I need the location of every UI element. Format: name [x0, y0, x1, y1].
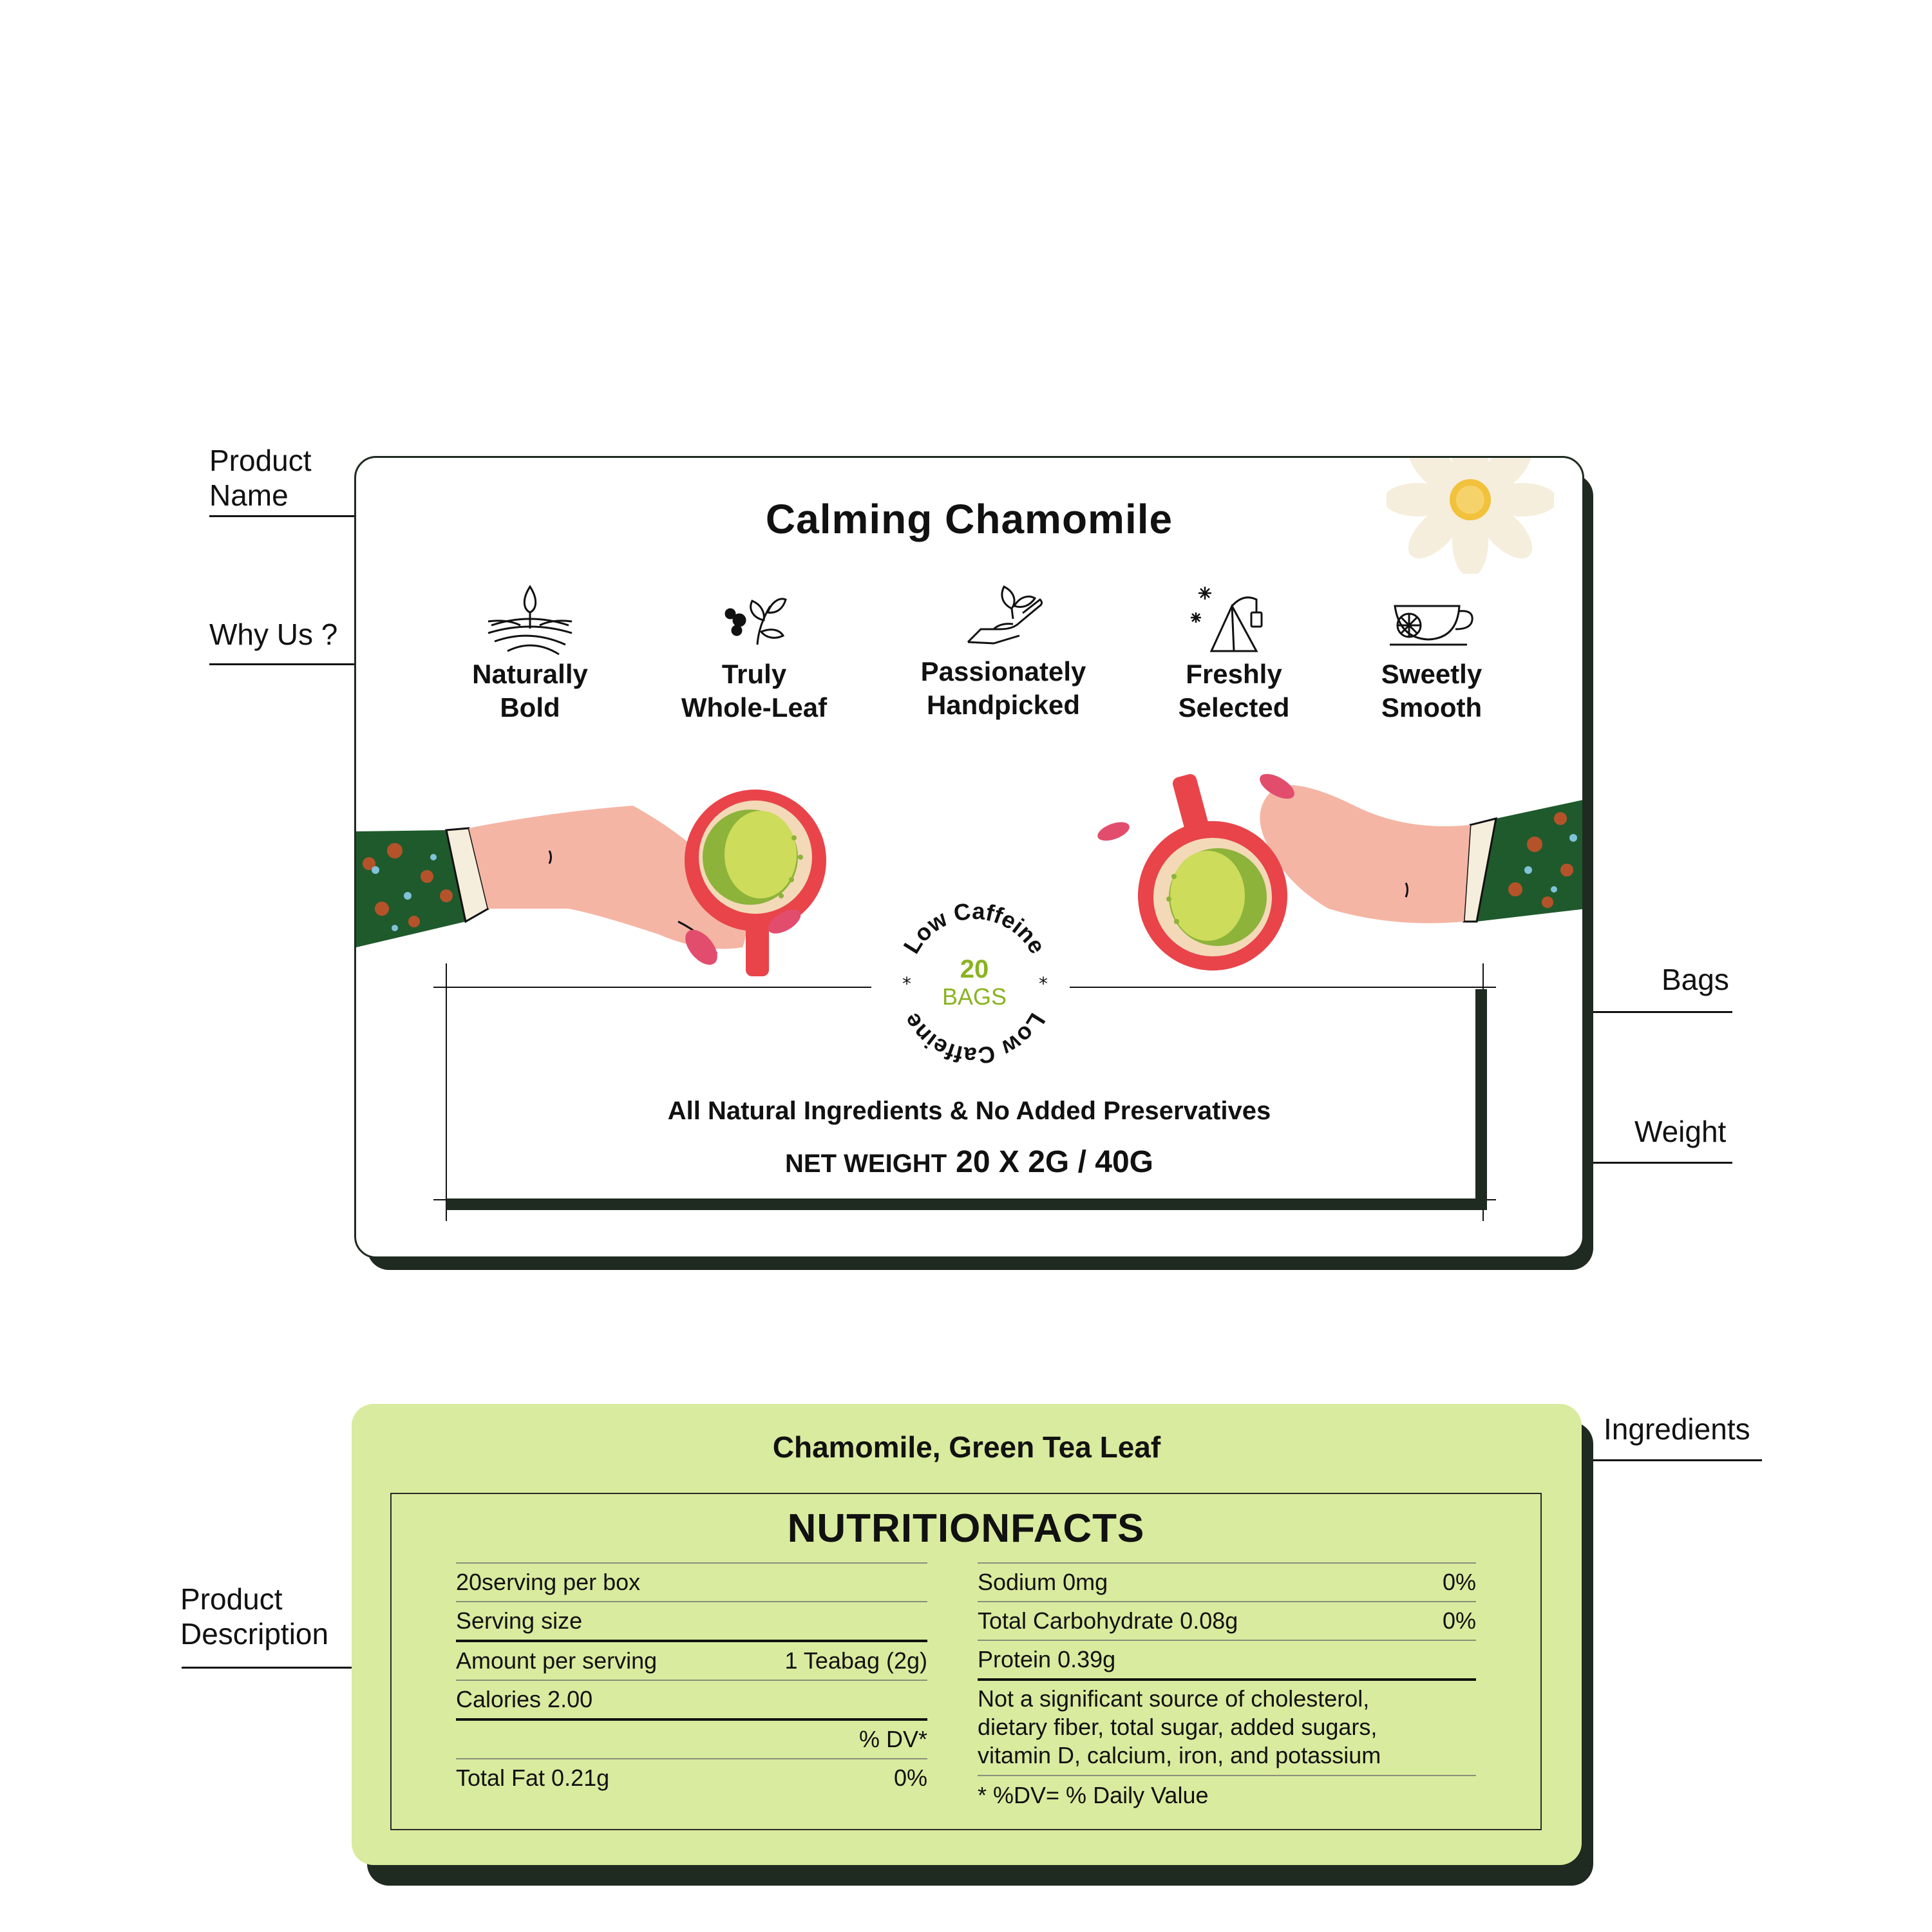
feature-label: Sweetly: [1381, 659, 1482, 689]
feature-label: Naturally: [472, 659, 588, 689]
nutrition-row-label: Total Fat 0.21g: [456, 1765, 610, 1791]
annotation-bags: Bags: [1662, 963, 1729, 996]
crop-mark-frame: [433, 963, 1496, 1221]
annotation-product-description: Product Description: [180, 1582, 328, 1651]
badge-ring-text: Low Caffeine Low Caffeine * *: [898, 898, 1050, 1070]
feature-label: Smooth: [1381, 692, 1482, 723]
nutrition-row-label: Calories 2.00: [456, 1686, 593, 1712]
front-label-card: Calming Chamomile Naturally Bold Truly W…: [354, 456, 1584, 1258]
product-title: Calming Chamomile: [765, 496, 1173, 542]
natural-claim: All Natural Ingredients & No Added Prese…: [667, 1097, 1271, 1125]
nutrition-row: Total Fat 0.21g 0%: [456, 1758, 927, 1797]
feature-naturally-bold: Naturally Bold: [433, 580, 627, 724]
nutrition-row-label: Sodium 0mg: [978, 1569, 1108, 1595]
nutrition-row-value: 1 Teabag (2g): [784, 1647, 927, 1674]
back-label-card: Chamomile, Green Tea Leaf NUTRITIONFACTS…: [352, 1404, 1582, 1865]
leaf-sprig-icon: [724, 598, 787, 645]
feature-label: Whole-Leaf: [681, 692, 828, 723]
annotation-ingredients: Ingredients: [1604, 1412, 1750, 1446]
leader-line: [209, 663, 441, 665]
nutrition-facts-panel: NUTRITIONFACTS 20serving per box Serving…: [390, 1493, 1542, 1830]
chamomile-flower-icon: [1387, 458, 1554, 574]
feature-sweetly-smooth: Sweetly Smooth: [1335, 580, 1528, 724]
svg-text:Low Caffeine: Low Caffeine: [898, 898, 1050, 958]
annotation-text: Product: [209, 444, 312, 477]
badge-unit: BAGS: [942, 983, 1007, 1010]
nutrition-row: Total Carbohydrate 0.08g 0%: [978, 1601, 1476, 1640]
nutrition-row-label: Total Carbohydrate 0.08g: [978, 1607, 1238, 1634]
svg-text:Low Caffeine: Low Caffeine: [898, 1009, 1050, 1069]
feature-label: Passionately: [920, 656, 1086, 687]
feature-freshly-selected: Freshly Selected: [1137, 580, 1331, 724]
nutrition-note-line: dietary fiber, total sugar, added sugars…: [978, 1714, 1378, 1740]
nutrition-row: Protein 0.39g: [978, 1640, 1476, 1678]
feature-label: Truly: [721, 659, 787, 689]
annotation-text: Description: [180, 1617, 329, 1651]
nutrition-row-value: 0%: [1442, 1607, 1476, 1634]
ingredients-text: Chamomile, Green Tea Leaf: [772, 1430, 1161, 1464]
net-weight-value: 20 X 2G / 40G: [956, 1145, 1153, 1179]
nutrition-row: Amount per serving 1 Teabag (2g): [456, 1640, 927, 1680]
nutrition-note: Not a significant source of cholesterol,…: [978, 1678, 1476, 1775]
nutrition-row: % DV*: [456, 1718, 927, 1758]
net-weight-label: NET WEIGHT: [785, 1150, 947, 1178]
nutrition-row: Sodium 0mg 0%: [978, 1562, 1476, 1601]
feature-passionately-handpicked: Passionately Handpicked: [907, 578, 1100, 722]
annotation-why-us: Why Us ?: [209, 618, 338, 651]
nutrition-note-line: vitamin D, calcium, iron, and potassium: [978, 1742, 1381, 1768]
nutrition-row: Serving size: [456, 1601, 927, 1640]
nutrition-row: Calories 2.00: [456, 1680, 927, 1718]
badge-count: 20: [960, 955, 989, 983]
nutrition-row-label: Serving size: [456, 1607, 583, 1634]
svg-text:*: *: [1039, 973, 1048, 994]
nutrition-row-label: Protein 0.39g: [978, 1646, 1116, 1672]
net-weight: NET WEIGHT 20 X 2G / 40G: [356, 1144, 1582, 1180]
nutrition-row-value: 0%: [1442, 1569, 1476, 1595]
annotation-weight: Weight: [1634, 1115, 1727, 1148]
nutrition-row-label: Amount per serving: [456, 1647, 658, 1674]
nutrition-left-column: 20serving per box Serving size Amount pe…: [456, 1562, 927, 1797]
feature-label: Freshly: [1186, 659, 1282, 689]
right-hand-cup-illustration: [1097, 773, 1582, 971]
tea-bag-icon: [1191, 587, 1263, 652]
leader-line: [182, 1667, 411, 1669]
annotation-text: Product: [180, 1582, 283, 1616]
low-caffeine-badge: Low Caffeine Low Caffeine * * 20 BAGS: [884, 893, 1065, 1074]
nutrition-row: 20serving per box: [456, 1562, 927, 1601]
wheat-field-icon: [488, 585, 573, 656]
feature-label: Bold: [500, 692, 560, 723]
hand-leaf-icon: [967, 585, 1043, 645]
feature-truly-whole-leaf: Truly Whole-Leaf: [658, 580, 851, 724]
nutrition-facts-title: NUTRITIONFACTS: [787, 1506, 1145, 1551]
left-hand-cup-illustration: [356, 790, 826, 976]
nutrition-row-value: 0%: [893, 1765, 927, 1791]
tea-cup-lemon-icon: [1390, 605, 1473, 646]
nutrition-row-label: 20serving per box: [456, 1569, 641, 1595]
annotation-product-name: Product Name: [209, 443, 312, 513]
feature-label: Selected: [1178, 692, 1290, 723]
nutrition-row-value: % DV*: [858, 1726, 927, 1752]
annotation-text: Name: [209, 478, 289, 512]
svg-text:*: *: [902, 973, 911, 994]
daily-value-footnote: * %DV= % Daily Value: [978, 1775, 1476, 1815]
feature-label: Handpicked: [926, 690, 1081, 720]
nutrition-note-line: Not a significant source of cholesterol,: [978, 1685, 1370, 1712]
